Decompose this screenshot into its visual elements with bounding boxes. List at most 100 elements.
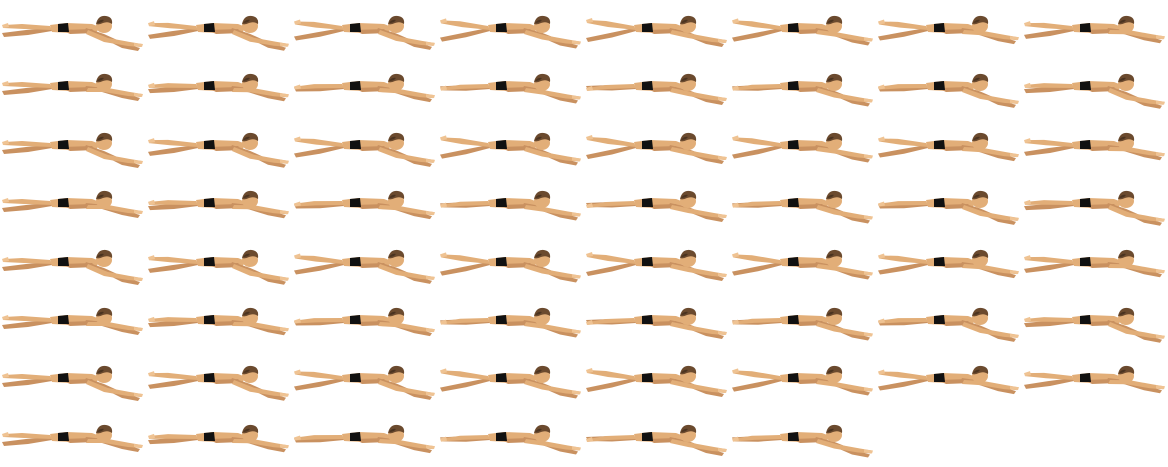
swimmer-sprite [148,365,289,401]
swimmer-frame [1022,234,1168,292]
swimmer-frame [0,292,146,350]
swimmer-sprite [586,132,727,164]
swimmer-sprite [878,132,1019,162]
swimmer-frame [0,58,146,116]
swimmer-sprite [294,365,435,400]
swimmer-sprite [440,15,581,49]
swimmer-frame [730,409,876,467]
swimmer-sprite [732,249,873,280]
swimmer-sprite [732,190,873,224]
swimmer-frame [146,175,292,233]
swimmer-frame [438,0,584,58]
swimmer-frame [876,117,1022,175]
swimmer-frame [0,0,146,58]
swimmer-frame [292,409,438,467]
swimmer-sprite [148,190,289,219]
swimmer-sprite [878,73,1019,108]
swimmer-sprite [294,190,435,220]
swimmer-sprite [878,249,1019,279]
swimmer-sprite [586,73,727,105]
swimmer-frame [146,292,292,350]
swimmer-sprite [586,15,727,47]
swimmer-sprite [440,365,581,399]
swimmer-frame [438,350,584,408]
swimmer-sprite [1024,365,1165,394]
swimmer-frame [730,292,876,350]
swimmer-sprite [440,307,581,338]
swimmer-sprite [586,307,727,339]
swimmer-sprite [1024,73,1165,109]
swimmer-sprite [2,424,143,452]
swimmer-sprite [148,424,289,453]
swimmer-sprite [294,73,435,103]
swimmer-frame [730,234,876,292]
swimmer-frame [292,234,438,292]
swimmer-sprite [294,132,435,167]
swimmer-frame [1022,117,1168,175]
swimmer-sprite [1024,249,1165,278]
swimmer-frame [1022,350,1168,408]
swimmer-frame [730,58,876,116]
swimmer-sprite [2,365,143,401]
swimmer-sprite [440,249,581,283]
swimmer-frame [438,58,584,116]
swimmer-sprite [2,73,143,101]
swimmer-sprite [2,132,143,168]
swimmer-frame [0,409,146,467]
swimmer-frame [876,0,1022,58]
swimmer-sprite [586,365,727,397]
swimmer-frame [0,234,146,292]
swimmer-frame [438,117,584,175]
swimmer-frame [730,117,876,175]
swimmer-frame [1022,58,1168,116]
swimmer-sprite [148,249,289,285]
swimmer-sprite [294,249,435,284]
swimmer-sprite [2,15,143,51]
swimmer-sprite [732,15,873,46]
swimmer-frame [876,175,1022,233]
swimmer-frame [292,117,438,175]
swimmer-sprite [294,307,435,337]
swimmer-frame [146,58,292,116]
swimmer-frame [146,234,292,292]
swimmer-frame [438,409,584,467]
swimmer-frame [292,58,438,116]
swimmer-frame [876,234,1022,292]
swimmer-frame [0,117,146,175]
swimmer-frame [0,350,146,408]
swimmer-frame [584,292,730,350]
swimmer-sprite [2,249,143,285]
swimmer-sprite [732,424,873,458]
swimmer-sprite [148,15,289,51]
swimmer-sprite [440,424,581,455]
swimmer-sprite [732,132,873,163]
swimmer-sprite [440,190,581,221]
swimmer-sprite [878,190,1019,225]
swimmer-sprite [2,190,143,218]
swimmer-sprite [2,307,143,335]
swimmer-sprite [586,424,727,456]
swimmer-frame [292,292,438,350]
swimmer-frame [292,0,438,58]
swimmer-frame [876,292,1022,350]
swimmer-frame [438,292,584,350]
swimmer-frame [584,409,730,467]
swimmer-sprite [440,132,581,166]
swimmer-frame [292,175,438,233]
swimmer-frame [0,175,146,233]
swimmer-frame [730,0,876,58]
swimmer-frame [146,350,292,408]
swimmer-sprite [148,132,289,168]
swimmer-frame [438,234,584,292]
swimmer-sprite [440,73,581,104]
swimmer-frame [730,350,876,408]
swimmer-frame [584,175,730,233]
swimmer-frame [584,0,730,58]
swimmer-sprite [586,249,727,281]
swimmer-sprite [1024,132,1165,161]
swimmer-sprite [294,424,435,454]
swimmer-sprite [732,73,873,107]
swimmer-sprite [1024,15,1165,44]
swimmer-sprite [148,307,289,336]
